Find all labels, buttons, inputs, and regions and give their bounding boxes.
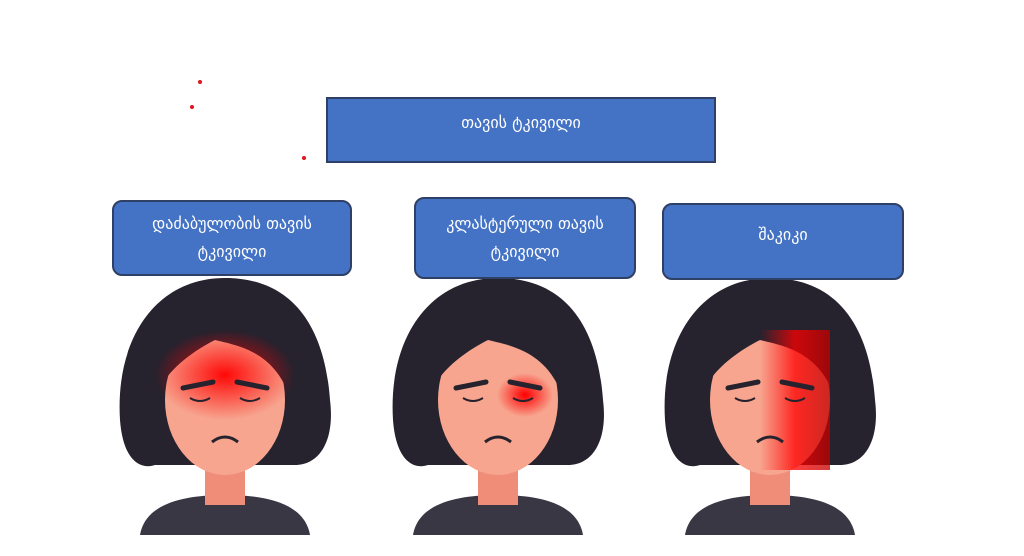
type-box-migraine: შაკიკი: [662, 203, 904, 280]
type-label: კლასტერული თავის ტკივილი: [446, 214, 604, 261]
type-label: დაძაბულობის თავის ტკივილი: [152, 214, 312, 261]
decor-dot: [302, 156, 306, 160]
woman-cluster-headache-illustration: [392, 278, 604, 535]
type-box-cluster: კლასტერული თავის ტკივილი: [414, 197, 636, 279]
type-box-tension: დაძაბულობის თავის ტკივილი: [112, 200, 352, 276]
decor-dot: [198, 80, 202, 84]
decor-dot: [190, 105, 194, 109]
type-label: შაკიკი: [758, 224, 808, 244]
woman-migraine-illustration: [664, 278, 876, 535]
title-box: თავის ტკივილი: [326, 97, 716, 163]
woman-tension-headache-illustration: [119, 278, 331, 535]
title-text: თავის ტკივილი: [461, 113, 581, 132]
